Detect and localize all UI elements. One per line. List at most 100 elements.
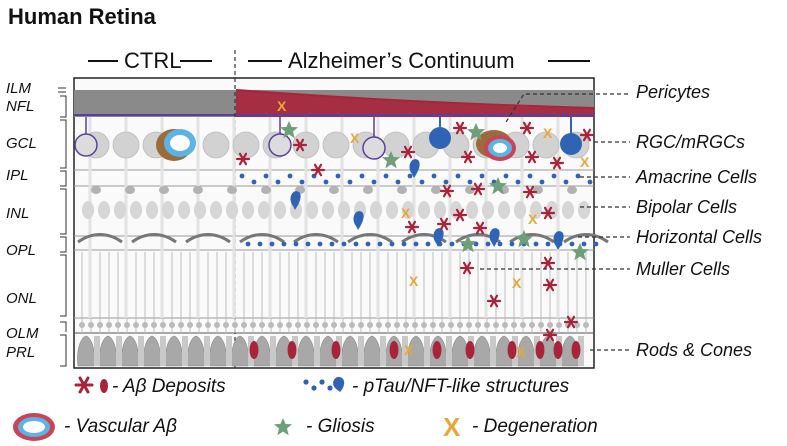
abeta-deposit: [470, 182, 486, 196]
photoreceptor-nucleus: [160, 322, 166, 328]
ptau-dot: [299, 179, 305, 185]
ptau-tangle: [409, 159, 420, 178]
abeta-deposit: [452, 121, 468, 135]
rod: [358, 336, 364, 366]
photoreceptor-nucleus: [241, 322, 247, 328]
photoreceptor-nucleus: [124, 322, 130, 328]
legend-vascular-label: - Vascular Aβ: [64, 416, 177, 437]
photoreceptor-nucleus: [142, 322, 148, 328]
photoreceptor-nucleus: [295, 322, 301, 328]
ptau-dot: [287, 173, 293, 179]
amacrine-cell: [567, 186, 577, 194]
rod: [182, 336, 188, 366]
abeta-deposit: [486, 294, 502, 308]
ptau-dot: [239, 173, 245, 179]
label-rods-cones: Rods & Cones: [636, 340, 753, 360]
photoreceptor-nucleus: [115, 322, 121, 328]
photoreceptor-nucleus: [313, 322, 319, 328]
ptau-dot: [503, 173, 509, 179]
label-bipolar: Bipolar Cells: [636, 197, 738, 217]
layer-inl: INL: [6, 205, 30, 222]
ptau-dot: [449, 241, 455, 247]
photoreceptor-nucleus: [520, 322, 526, 328]
abeta-deposit: [540, 256, 556, 270]
abeta-deposit-oval: [535, 341, 545, 359]
photoreceptor-nucleus: [556, 322, 562, 328]
abeta-deposit-oval: [287, 341, 297, 359]
photoreceptor-nucleus: [583, 322, 589, 328]
abeta-deposit: [549, 156, 565, 170]
bipolar-cell: [578, 201, 590, 219]
abeta-deposit: [542, 278, 558, 292]
degeneration-mark: X: [516, 344, 526, 360]
bipolar-cell: [306, 201, 318, 219]
photoreceptor-nucleus: [412, 322, 418, 328]
degeneration-mark: X: [409, 273, 419, 289]
rod: [314, 336, 320, 366]
photoreceptor-nucleus: [286, 322, 292, 328]
bipolar-cell: [562, 201, 574, 219]
layer-ilm: ILM: [6, 80, 32, 97]
photoreceptor-nucleus: [304, 322, 310, 328]
bipolar-cell: [514, 201, 526, 219]
degeneration-mark: X: [543, 125, 553, 141]
bipolar-cell: [274, 201, 286, 219]
bipolar-cell: [546, 201, 558, 219]
mrgc-cell: [560, 133, 582, 155]
bipolar-cell: [466, 201, 478, 219]
abeta-deposit: [524, 150, 540, 164]
abeta-deposit: [452, 208, 468, 222]
rod: [402, 336, 408, 366]
photoreceptor-nucleus: [385, 322, 391, 328]
amacrine-cell: [193, 186, 203, 194]
ptau-dot: [383, 173, 389, 179]
abeta-deposit-oval: [465, 341, 475, 359]
degeneration-mark: X: [350, 130, 360, 146]
photoreceptor-nucleus: [250, 322, 256, 328]
label-rgc: RGC/mRGCs: [636, 132, 745, 152]
bipolar-cell: [130, 201, 142, 219]
bipolar-cell: [322, 201, 334, 219]
legend-gliosis-icon: [274, 418, 292, 436]
photoreceptor-nucleus: [403, 322, 409, 328]
bipolar-cell: [210, 201, 222, 219]
layer-onl: ONL: [6, 290, 37, 307]
ptau-dot: [419, 179, 425, 185]
ptau-dot: [329, 241, 335, 247]
degeneration-mark: X: [528, 211, 538, 227]
mrgc-cell: [429, 127, 451, 149]
photoreceptor-nucleus: [475, 322, 481, 328]
photoreceptor-nucleus: [205, 322, 211, 328]
amacrine-cell: [125, 186, 135, 194]
photoreceptor-nucleus: [196, 322, 202, 328]
photoreceptor-nucleus: [502, 322, 508, 328]
photoreceptor-nucleus: [331, 322, 337, 328]
bipolar-cell: [386, 201, 398, 219]
horizontal-cell: [185, 233, 231, 244]
ptau-dot: [275, 179, 281, 185]
figure-title: Human Retina: [8, 4, 156, 29]
abeta-deposit: [540, 206, 556, 220]
ganglion-cell: [112, 131, 140, 159]
amacrine-cell: [261, 186, 271, 194]
ptau-dot: [539, 179, 545, 185]
photoreceptor-nucleus: [322, 322, 328, 328]
ganglion-cell: [532, 131, 560, 159]
pointer-lines: [480, 93, 630, 351]
ptau-dot: [245, 241, 251, 247]
label-muller: Muller Cells: [636, 259, 731, 279]
layer-opl: OPL: [6, 242, 37, 259]
photoreceptor-nucleus: [484, 322, 490, 328]
ctrl-header: CTRL: [124, 48, 182, 73]
photoreceptor-nucleus: [151, 322, 157, 328]
abeta-deposit: [436, 217, 452, 231]
horizontal-cell: [77, 233, 123, 244]
photoreceptor-nucleus: [340, 322, 346, 328]
vascular-abeta-lumen: [493, 143, 507, 153]
abeta-deposit: [519, 121, 535, 135]
horizontal-cell: [563, 233, 609, 244]
photoreceptor-nucleus: [439, 322, 445, 328]
photoreceptor-nucleus: [268, 322, 274, 328]
